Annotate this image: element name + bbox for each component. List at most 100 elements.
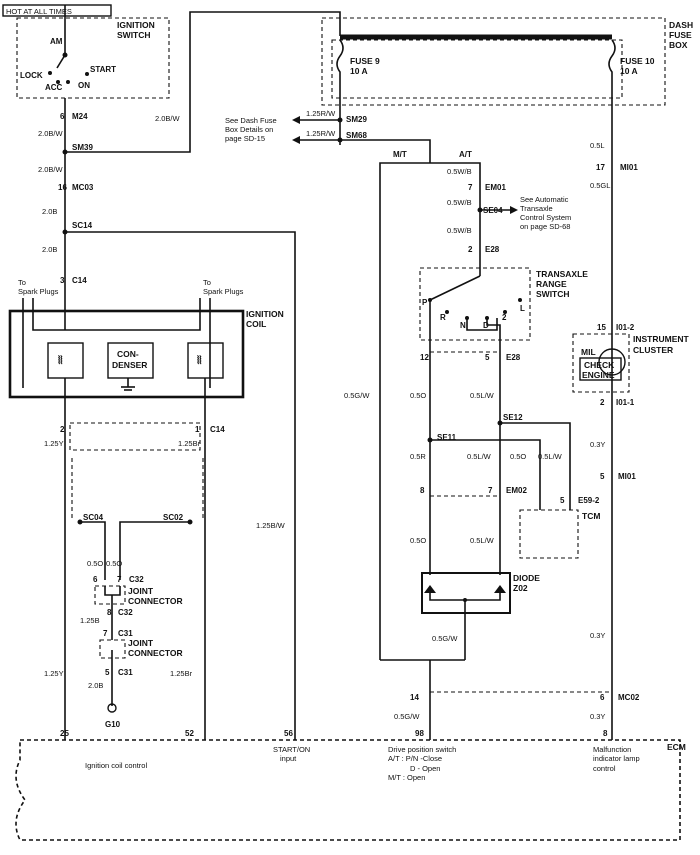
svg-text:12: 12	[420, 353, 429, 362]
svg-text:Box Details on: Box Details on	[225, 125, 273, 134]
svg-text:0.5L/W: 0.5L/W	[538, 452, 563, 461]
dash-fuse-box: DASH FUSE BOX FUSE 9 10 A FUSE 10 10 A	[321, 17, 693, 106]
svg-text:2: 2	[468, 245, 473, 254]
svg-text:56: 56	[284, 729, 293, 738]
svg-text:control: control	[593, 764, 616, 773]
svg-text:98: 98	[415, 729, 424, 738]
svg-text:0.5W/B: 0.5W/B	[447, 167, 472, 176]
svg-text:5: 5	[105, 668, 110, 677]
joint-connector-1	[94, 585, 126, 605]
svg-text:2.0B/W: 2.0B/W	[38, 129, 64, 138]
svg-text:2: 2	[600, 398, 605, 407]
connector-c14: C14	[72, 276, 87, 285]
splice-sm39: SM39	[72, 143, 93, 152]
svg-text:indicator lamp: indicator lamp	[593, 754, 640, 763]
connector-em02: EM02	[506, 486, 527, 495]
ecm-drive-position-switch: Drive position switch	[388, 745, 456, 754]
svg-text:D - Open: D - Open	[410, 764, 440, 773]
hot-at-all-times-box	[2, 4, 112, 17]
svg-text:MIL: MIL	[581, 347, 596, 357]
connector-e59-2: E59-2	[578, 496, 600, 505]
svg-text:52: 52	[185, 729, 194, 738]
svg-text:CLUSTER: CLUSTER	[633, 345, 673, 355]
svg-text:Spark Plugs: Spark Plugs	[18, 287, 59, 296]
svg-text:0.5O: 0.5O	[510, 452, 526, 461]
joint-connector-2	[99, 639, 126, 659]
svg-text:15: 15	[597, 323, 606, 332]
svg-text:SWITCH: SWITCH	[536, 289, 570, 299]
connector-mi01-b: MI01	[618, 472, 636, 481]
svg-text:0.3Y: 0.3Y	[590, 440, 605, 449]
splice-sc02: SC02	[163, 513, 184, 522]
svg-text:5: 5	[485, 353, 490, 362]
svg-text:DENSER: DENSER	[112, 360, 147, 370]
svg-text:CONNECTOR: CONNECTOR	[128, 596, 183, 606]
svg-text:C31: C31	[118, 668, 133, 677]
connector-c32: C32	[129, 575, 144, 584]
svg-text:0.5L: 0.5L	[590, 141, 605, 150]
svg-text:To: To	[18, 278, 26, 287]
svg-text:1.25Y: 1.25Y	[44, 669, 64, 678]
svg-text:Transaxle: Transaxle	[520, 204, 553, 213]
svg-text:Spark Plugs: Spark Plugs	[203, 287, 244, 296]
svg-text:JOINT: JOINT	[128, 586, 154, 596]
svg-text:3: 3	[60, 276, 65, 285]
svg-text:on page SD-68: on page SD-68	[520, 222, 570, 231]
svg-text:RANGE: RANGE	[536, 279, 567, 289]
svg-text:IGNITION: IGNITION	[246, 309, 284, 319]
svg-text:input: input	[280, 754, 297, 763]
svg-text:IGNITION: IGNITION	[117, 20, 155, 30]
svg-text:P: P	[422, 298, 428, 307]
svg-text:10 A: 10 A	[620, 66, 638, 76]
connector-i01-2: I01-2	[616, 323, 635, 332]
svg-text:ACC: ACC	[45, 83, 63, 92]
svg-text:page SD-15: page SD-15	[225, 134, 265, 143]
svg-text:1.25Br: 1.25Br	[170, 669, 193, 678]
svg-text:0.5G/W: 0.5G/W	[344, 391, 370, 400]
svg-text:5: 5	[560, 496, 565, 505]
splice-sc14: SC14	[72, 221, 93, 230]
svg-text:See Dash Fuse: See Dash Fuse	[225, 116, 277, 125]
svg-text:M/T : Open: M/T : Open	[388, 773, 425, 782]
svg-text:1.25B/W: 1.25B/W	[256, 521, 286, 530]
splice-se11: SE11	[437, 433, 457, 442]
svg-text:⦚⦚: ⦚⦚	[58, 355, 63, 367]
svg-text:10 A: 10 A	[350, 66, 368, 76]
svg-text:C32: C32	[118, 608, 133, 617]
transaxle-range-switch: TRANSAXLE RANGE SWITCH P R N D 2 L	[419, 267, 588, 341]
svg-text:ECM: ECM	[667, 742, 686, 752]
svg-text:2: 2	[502, 313, 507, 322]
svg-text:START/ON: START/ON	[273, 745, 310, 754]
svg-text:BOX: BOX	[669, 40, 688, 50]
svg-text:CHECK: CHECK	[584, 360, 615, 370]
splice-sm29: SM29	[346, 115, 367, 124]
svg-text:0.5O: 0.5O	[410, 391, 426, 400]
hot-at-all-times-label: HOT AT ALL TIMES	[6, 7, 72, 16]
svg-text:N: N	[460, 321, 466, 330]
connector-e28-b: E28	[506, 353, 521, 362]
svg-text:0.5O: 0.5O	[87, 559, 103, 568]
svg-text:2.0B/W: 2.0B/W	[38, 165, 64, 174]
svg-text:Control System: Control System	[520, 213, 571, 222]
svg-text:16: 16	[58, 183, 67, 192]
svg-text:1.25B: 1.25B	[80, 616, 100, 625]
svg-text:1: 1	[195, 425, 200, 434]
svg-text:FUSE 9: FUSE 9	[350, 56, 380, 66]
svg-text:1.25R/W: 1.25R/W	[306, 129, 336, 138]
svg-text:6: 6	[93, 575, 98, 584]
svg-text:0.3Y: 0.3Y	[590, 712, 605, 721]
svg-text:CONNECTOR: CONNECTOR	[128, 648, 183, 658]
ecm: ECM	[15, 739, 686, 841]
svg-text:0.3Y: 0.3Y	[590, 631, 605, 640]
svg-text:2.0B: 2.0B	[88, 681, 103, 690]
svg-text:0.5W/B: 0.5W/B	[447, 226, 472, 235]
svg-text:Z02: Z02	[513, 583, 528, 593]
svg-text:D: D	[483, 321, 489, 330]
svg-text:⦚⦚: ⦚⦚	[197, 355, 202, 367]
connector-em01: EM01	[485, 183, 506, 192]
svg-text:R: R	[440, 313, 446, 322]
svg-text:0.5L/W: 0.5L/W	[470, 536, 495, 545]
svg-text:0.5O: 0.5O	[410, 536, 426, 545]
svg-text:INSTRUMENT: INSTRUMENT	[633, 334, 690, 344]
